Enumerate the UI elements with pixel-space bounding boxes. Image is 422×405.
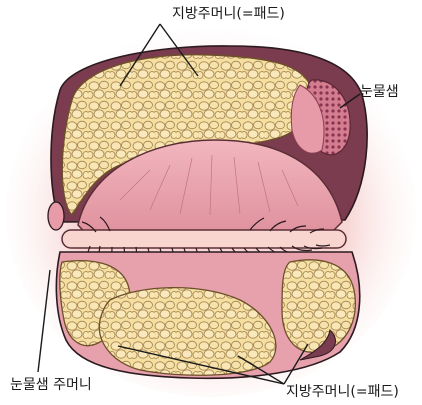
upper-eyelid-inner-lines: [119, 154, 299, 216]
lower-orbit-dark-edge: [299, 328, 336, 361]
label-lacrimal-gland: 눈물샘: [360, 84, 399, 100]
leader-line-lacrimal-sac: [37, 269, 51, 373]
leader-line-lacrimal-gland: [339, 93, 361, 109]
leader-line-fat-bottom-3: [283, 343, 309, 385]
leader-line-fat-bottom-1: [117, 345, 285, 385]
leader-line-fat-top-right: [159, 23, 199, 77]
lower-fat-pad-center: [98, 286, 277, 376]
leader-line-fat-top-left: [119, 23, 161, 87]
lacrimal-sac-bump: [47, 201, 65, 231]
leader-lines: [37, 23, 361, 385]
upper-fat-pad-shape: [61, 53, 313, 217]
upper-eyelid: [77, 139, 343, 241]
lower-orbit: [55, 251, 361, 380]
leader-line-fat-bottom-2: [237, 355, 285, 385]
eyelid-margin: [61, 229, 347, 249]
label-fat-pad-top: 지방주머니(=패드): [172, 6, 285, 22]
label-fat-pad-bottom: 지방주머니(=패드): [286, 384, 399, 400]
label-lacrimal-sac: 눈물샘 주머니: [10, 377, 92, 393]
lacrimal-gland-pink-lobe: [290, 84, 325, 154]
